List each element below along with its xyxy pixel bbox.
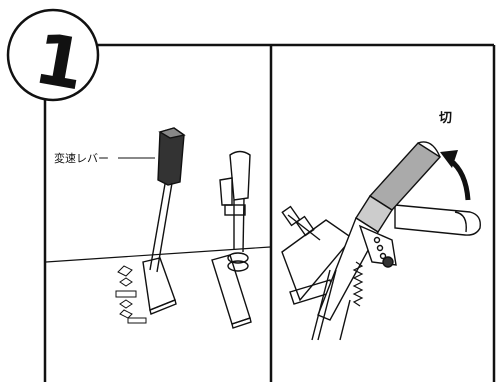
shift-position-decals xyxy=(115,265,147,324)
speed-lever-label: 変速レバー xyxy=(54,152,109,165)
throttle-lever xyxy=(317,141,442,321)
speed-lever xyxy=(142,127,186,315)
return-spring xyxy=(352,261,364,307)
right-panel-illustration xyxy=(281,141,481,341)
rotate-arrow-icon xyxy=(440,150,471,201)
left-panel-illustration xyxy=(45,127,271,329)
rear-lever xyxy=(211,150,252,329)
step-number-badge xyxy=(6,8,100,102)
panel-frame xyxy=(43,43,496,382)
off-position-label: 切 xyxy=(439,111,453,126)
